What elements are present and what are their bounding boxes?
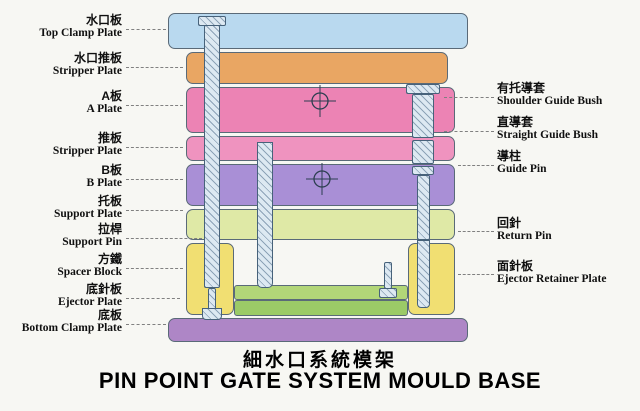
- leader-line: [126, 105, 183, 106]
- support-pin-body: [204, 25, 220, 288]
- ejector-plate: [234, 300, 408, 316]
- label-en: Ejector Plate: [58, 296, 122, 308]
- bottom-clamp-plate: [168, 318, 468, 342]
- label-ejector-plate: 底針板 Ejector Plate: [0, 283, 122, 309]
- guide-pin-body: [417, 175, 430, 240]
- label-en: Ejector Retainer Plate: [497, 273, 607, 285]
- support-plate: [186, 209, 455, 240]
- diagram-title-english: PIN POINT GATE SYSTEM MOULD BASE: [98, 368, 542, 393]
- label-top-clamp-plate: 水口板 Top Clamp Plate: [0, 14, 122, 40]
- leader-line: [126, 298, 180, 299]
- leader-line: [126, 147, 183, 148]
- crosshair-icon: [306, 163, 338, 195]
- leader-line: [126, 238, 202, 239]
- label-zh: 回針: [497, 216, 522, 230]
- leader-line: [444, 97, 494, 98]
- guide-pin-head: [412, 166, 434, 175]
- leader-line: [126, 179, 183, 180]
- shoulder-guide-bush-flange: [406, 84, 440, 94]
- straight-guide-bush: [412, 140, 434, 164]
- label-zh: 拉桿: [97, 222, 122, 236]
- label-zh: 水口推板: [73, 51, 122, 65]
- label-lower-stripper-plate: 推板 Stripper Plate: [0, 132, 122, 158]
- label-en: Shoulder Guide Bush: [497, 95, 603, 107]
- label-a-plate: A板 A Plate: [0, 90, 122, 116]
- upper-stripper-plate: [186, 52, 448, 84]
- ejector-pin-shaft: [384, 262, 392, 289]
- return-pin-body: [417, 240, 430, 308]
- label-zh: 推板: [97, 131, 122, 145]
- leader-line: [458, 165, 494, 166]
- label-b-plate: B板 B Plate: [0, 164, 122, 190]
- shoulder-guide-bush: [412, 94, 434, 138]
- leader-line: [458, 274, 494, 275]
- label-zh: 底針板: [85, 282, 122, 296]
- diagram-title-chinese: 細水口系統模架: [242, 350, 397, 371]
- label-zh: 水口板: [85, 13, 122, 27]
- leader-line: [458, 231, 494, 232]
- leader-line: [444, 131, 494, 132]
- label-shoulder-guide-bush: 有托導套 Shoulder Guide Bush: [497, 82, 639, 108]
- label-en: Stripper Plate: [52, 65, 122, 77]
- label-zh: 有托導套: [497, 81, 546, 95]
- label-support-plate: 托板 Support Plate: [0, 195, 122, 221]
- leader-line: [126, 210, 183, 211]
- label-en: Return Pin: [497, 230, 552, 242]
- label-guide-pin: 導柱 Guide Pin: [497, 150, 639, 176]
- label-en: B Plate: [86, 177, 122, 189]
- support-pin-foot: [202, 308, 222, 320]
- label-en: Top Clamp Plate: [39, 27, 122, 39]
- label-ejector-retainer-plate: 面針板 Ejector Retainer Plate: [497, 260, 639, 286]
- support-pin-shaft: [208, 288, 216, 310]
- label-zh: A板: [101, 89, 122, 103]
- label-upper-stripper-plate: 水口推板 Stripper Plate: [0, 52, 122, 78]
- label-bottom-clamp-plate: 底板 Bottom Clamp Plate: [0, 309, 122, 335]
- spacer-block-right: [408, 243, 455, 315]
- label-zh: 托板: [97, 194, 122, 208]
- label-en: A Plate: [86, 103, 122, 115]
- label-en: Spacer Block: [57, 266, 122, 278]
- label-en: Support Pin: [62, 236, 122, 248]
- leader-line: [126, 29, 166, 30]
- label-return-pin: 回針 Return Pin: [497, 217, 639, 243]
- label-zh: 直導套: [497, 115, 534, 129]
- label-support-pin: 拉桿 Support Pin: [0, 223, 122, 249]
- label-en: Stripper Plate: [52, 145, 122, 157]
- label-en: Guide Pin: [497, 163, 547, 175]
- label-spacer-block: 方鐵 Spacer Block: [0, 253, 122, 279]
- label-straight-guide-bush: 直導套 Straight Guide Bush: [497, 116, 639, 142]
- leader-line: [126, 67, 183, 68]
- lower-stripper-plate: [186, 136, 455, 161]
- crosshair-icon: [304, 85, 336, 117]
- ejector-retainer-plate: [234, 285, 408, 300]
- label-zh: 導柱: [497, 149, 522, 163]
- label-zh: 方鐵: [97, 252, 122, 266]
- guide-pin-center: [257, 142, 273, 288]
- leader-line: [126, 268, 183, 269]
- label-en: Bottom Clamp Plate: [21, 322, 122, 334]
- leader-line: [126, 324, 166, 325]
- label-zh: B板: [101, 163, 122, 177]
- label-en: Straight Guide Bush: [497, 129, 598, 141]
- label-en: Support Plate: [53, 208, 122, 220]
- label-zh: 面針板: [497, 259, 534, 273]
- label-zh: 底板: [97, 308, 122, 322]
- ejector-pin-head: [379, 288, 397, 298]
